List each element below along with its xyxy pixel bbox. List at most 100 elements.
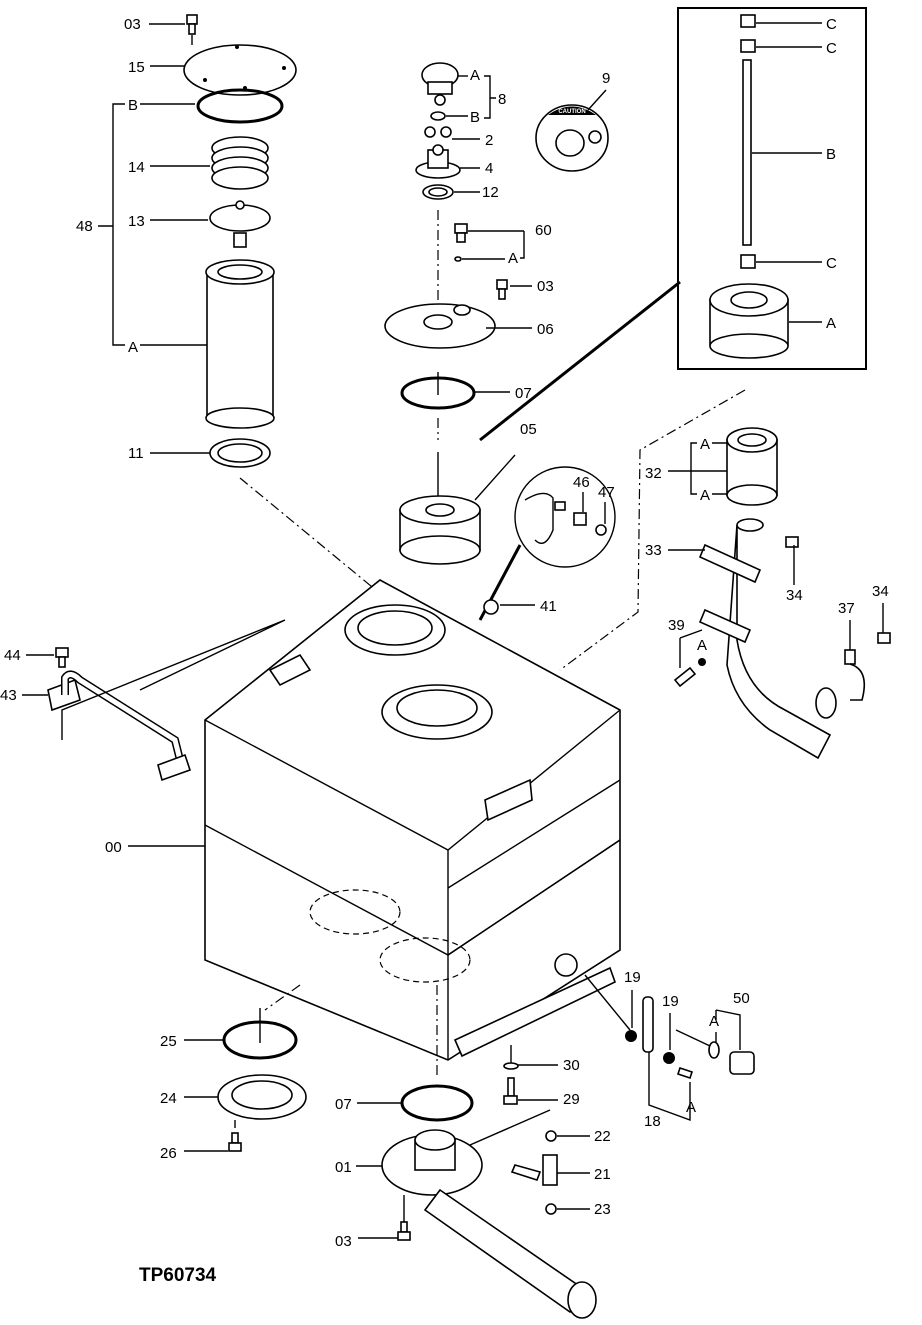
callout-15: 15	[128, 59, 145, 76]
callout-24: 24	[160, 1090, 177, 1107]
inset-nut-c3	[740, 254, 756, 269]
clamp-37	[844, 649, 856, 665]
callout-34-upper: 34	[786, 587, 803, 604]
plug-23	[545, 1203, 557, 1215]
washer-30	[503, 1045, 519, 1070]
callout-13: 13	[128, 213, 145, 230]
o-ring-07-bottom	[400, 1084, 474, 1122]
flange-24	[217, 1074, 307, 1120]
callout-4: 4	[485, 160, 493, 177]
callout-32-a-top: A	[700, 436, 710, 453]
inset-rod-b	[742, 59, 752, 246]
callout-9: 9	[602, 70, 610, 87]
callout-30: 30	[563, 1057, 580, 1074]
callout-50: 50	[733, 990, 750, 1007]
bolt-03-mid	[496, 279, 508, 300]
plugs-2	[424, 126, 452, 138]
callout-43: 43	[0, 687, 17, 704]
callout-48-b: B	[128, 97, 138, 114]
suction-flange-01	[381, 1129, 597, 1319]
inset-label-c1: C	[826, 16, 837, 33]
hydraulic-tank-00	[204, 579, 621, 1061]
callout-07-bottom: 07	[335, 1096, 352, 1113]
o-ring-60a	[454, 256, 462, 262]
callout-39: 39	[668, 617, 685, 634]
callout-47: 47	[598, 484, 615, 501]
inset-label-c2: C	[826, 40, 837, 57]
callout-29: 29	[563, 1091, 580, 1108]
inset-label-b: B	[826, 146, 836, 163]
callout-21: 21	[594, 1166, 611, 1183]
bolt-18a	[676, 1066, 694, 1080]
callout-11: 11	[128, 445, 144, 462]
bolt-34-lower	[877, 632, 891, 644]
callout-18-a: A	[686, 1099, 696, 1116]
fitting-46	[573, 512, 587, 526]
inset-box: C C B C A	[677, 7, 867, 370]
inset-filter-a	[709, 283, 789, 359]
o-ring-50a	[708, 1041, 720, 1059]
callout-25: 25	[160, 1033, 177, 1050]
callout-12: 12	[482, 184, 499, 201]
callout-41: 41	[540, 598, 557, 615]
inset-label-a: A	[826, 315, 836, 332]
callout-60: 60	[535, 222, 552, 239]
valve-13	[209, 200, 271, 248]
bolt-44	[55, 647, 69, 668]
fitting-50	[729, 1051, 755, 1075]
o-ring-8b	[430, 111, 446, 121]
detail-circle	[514, 466, 616, 568]
callout-06: 06	[537, 321, 554, 338]
fitting-47	[595, 524, 607, 536]
bolt-26	[228, 1120, 242, 1152]
breather-8a	[421, 62, 459, 106]
washer-19-left	[625, 1030, 637, 1042]
gasket-11	[209, 438, 271, 468]
cover-15	[183, 44, 297, 96]
inset-nut-c1	[740, 14, 756, 28]
spring-14	[211, 136, 269, 190]
callout-2: 2	[485, 132, 493, 149]
inset-label-c3: C	[826, 255, 837, 272]
callout-39-a: A	[697, 637, 707, 654]
callout-05: 05	[520, 421, 537, 438]
bolt-34-upper	[785, 536, 799, 548]
callout-22: 22	[594, 1128, 611, 1145]
cover-06	[384, 303, 496, 349]
washer-39a	[698, 658, 706, 666]
bolt-03-bottom	[397, 1195, 411, 1241]
filter-element-48a	[205, 259, 275, 429]
callout-50-a: A	[709, 1013, 719, 1030]
callout-8: 8	[498, 91, 506, 108]
callout-32-a-bottom: A	[700, 487, 710, 504]
callout-44: 44	[4, 647, 21, 664]
callout-03-mid: 03	[537, 278, 554, 295]
callout-34-lower: 34	[872, 583, 889, 600]
callout-26: 26	[160, 1145, 177, 1162]
callout-46: 46	[573, 474, 590, 491]
bolt-39	[673, 666, 697, 688]
bolt-29	[503, 1077, 518, 1105]
suction-pipe	[726, 518, 837, 760]
o-ring-48b	[196, 88, 284, 124]
figure-id: TP60734	[139, 1265, 217, 1286]
bracket-33	[698, 543, 762, 644]
callout-23: 23	[594, 1201, 611, 1218]
callout-8-a: A	[470, 67, 480, 84]
caution-decal-9: CAUTION	[535, 104, 609, 172]
hose-32	[726, 427, 778, 506]
return-filter-05	[399, 495, 481, 565]
plug-22	[545, 1130, 557, 1142]
callout-48-a: A	[128, 339, 138, 356]
callout-48: 48	[76, 218, 93, 235]
inset-nut-c2	[740, 39, 756, 53]
housing-4	[415, 144, 461, 179]
handle-43	[47, 670, 192, 782]
callout-19-left: 19	[624, 969, 641, 986]
gasket-12	[422, 184, 454, 200]
callout-18: 18	[644, 1113, 661, 1130]
drain-valve-21	[510, 1154, 558, 1186]
callout-01: 01	[335, 1159, 352, 1176]
callout-60-a: A	[508, 250, 518, 267]
